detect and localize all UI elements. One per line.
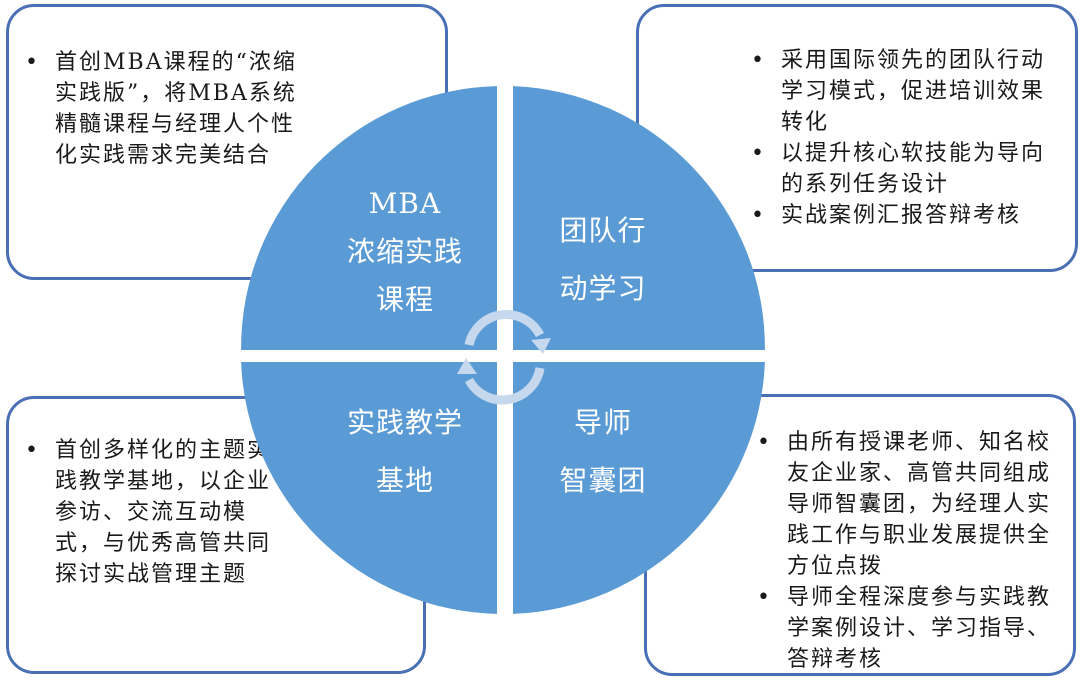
bullet-icon: • xyxy=(757,585,772,610)
bullet-list: • 首创多样化的主题实践教学基地，以企业参访、交流互动模式，与优秀高管共同探讨实战… xyxy=(21,435,283,590)
label-line: MBA xyxy=(368,187,442,220)
label-line: 动学习 xyxy=(559,272,647,305)
bullet-icon: • xyxy=(751,48,766,73)
bullet-text: 实战案例汇报答辩考核 xyxy=(781,203,1022,228)
label-line: 智囊团 xyxy=(559,464,647,497)
list-item: • 导师全程深度参与实践教学案例设计、学习指导、答辩考核 xyxy=(757,582,1069,675)
quadrant-bottom-right xyxy=(513,362,765,614)
quadrant-bottom-left xyxy=(241,362,497,614)
label-line: 导师 xyxy=(573,406,632,439)
quadrant-label-mba-course: MBA 浓缩实践 课程 xyxy=(305,180,505,324)
bullet-text: 以提升核心软技能为导向的系列任务设计 xyxy=(781,141,1046,197)
bullet-icon: • xyxy=(757,430,772,455)
arrowhead-icon xyxy=(457,358,477,374)
label-line: 基地 xyxy=(375,464,434,497)
bullet-icon: • xyxy=(25,438,40,463)
list-item: • 实战案例汇报答辩考核 xyxy=(747,200,1067,231)
list-item: • 首创MBA课程的“浓缩实践版”，将MBA系统精髓课程与经理人个性化实践需求完美… xyxy=(21,47,311,171)
quadrant-top-right xyxy=(513,86,765,350)
bullet-text: 由所有授课老师、知名校友企业家、高管共同组成导师智囊团，为经理人实践工作与职业发… xyxy=(787,430,1052,579)
quadrant-label-team-action-learning: 团队行 动学习 xyxy=(520,202,686,318)
bullet-text: 导师全程深度参与实践教学案例设计、学习指导、答辩考核 xyxy=(787,585,1052,672)
label-line: 浓缩实践 xyxy=(346,235,463,268)
list-item: • 首创多样化的主题实践教学基地，以企业参访、交流互动模式，与优秀高管共同探讨实战… xyxy=(21,435,283,590)
bullet-list: • 首创MBA课程的“浓缩实践版”，将MBA系统精髓课程与经理人个性化实践需求完美… xyxy=(21,47,311,171)
bullet-icon: • xyxy=(751,203,766,228)
bullet-list: • 采用国际领先的团队行动学习模式，促进培训效果转化 • 以提升核心软技能为导向的系… xyxy=(747,45,1067,231)
list-item: • 采用国际领先的团队行动学习模式，促进培训效果转化 xyxy=(747,45,1067,138)
quadrant-label-practice-base: 实践教学 基地 xyxy=(305,394,505,510)
bullet-text: 首创MBA课程的“浓缩实践版”，将MBA系统精髓课程与经理人个性化实践需求完美结… xyxy=(55,50,297,168)
text-box-bottom-right: • 由所有授课老师、知名校友企业家、高管共同组成导师智囊团，为经理人实践工作与职业… xyxy=(644,394,1076,676)
arrowhead-icon xyxy=(531,338,551,354)
label-line: 课程 xyxy=(375,283,434,316)
cycle-arrows-icon xyxy=(464,310,545,405)
label-line: 实践教学 xyxy=(346,406,463,439)
list-item: • 由所有授课老师、知名校友企业家、高管共同组成导师智囊团，为经理人实践工作与职业… xyxy=(757,427,1069,582)
bullet-icon: • xyxy=(751,141,766,166)
bullet-list: • 由所有授课老师、知名校友企业家、高管共同组成导师智囊团，为经理人实践工作与职业… xyxy=(757,427,1069,675)
bullet-icon: • xyxy=(25,50,40,75)
list-item: • 以提升核心软技能为导向的系列任务设计 xyxy=(747,138,1067,200)
quadrant-label-mentor-team: 导师 智囊团 xyxy=(520,394,686,510)
bullet-text: 首创多样化的主题实践教学基地，以企业参访、交流互动模式，与优秀高管共同探讨实战管… xyxy=(55,438,272,587)
quadrant-top-left xyxy=(241,86,497,350)
label-line: 团队行 xyxy=(559,214,647,247)
bullet-text: 采用国际领先的团队行动学习模式，促进培训效果转化 xyxy=(781,48,1046,135)
